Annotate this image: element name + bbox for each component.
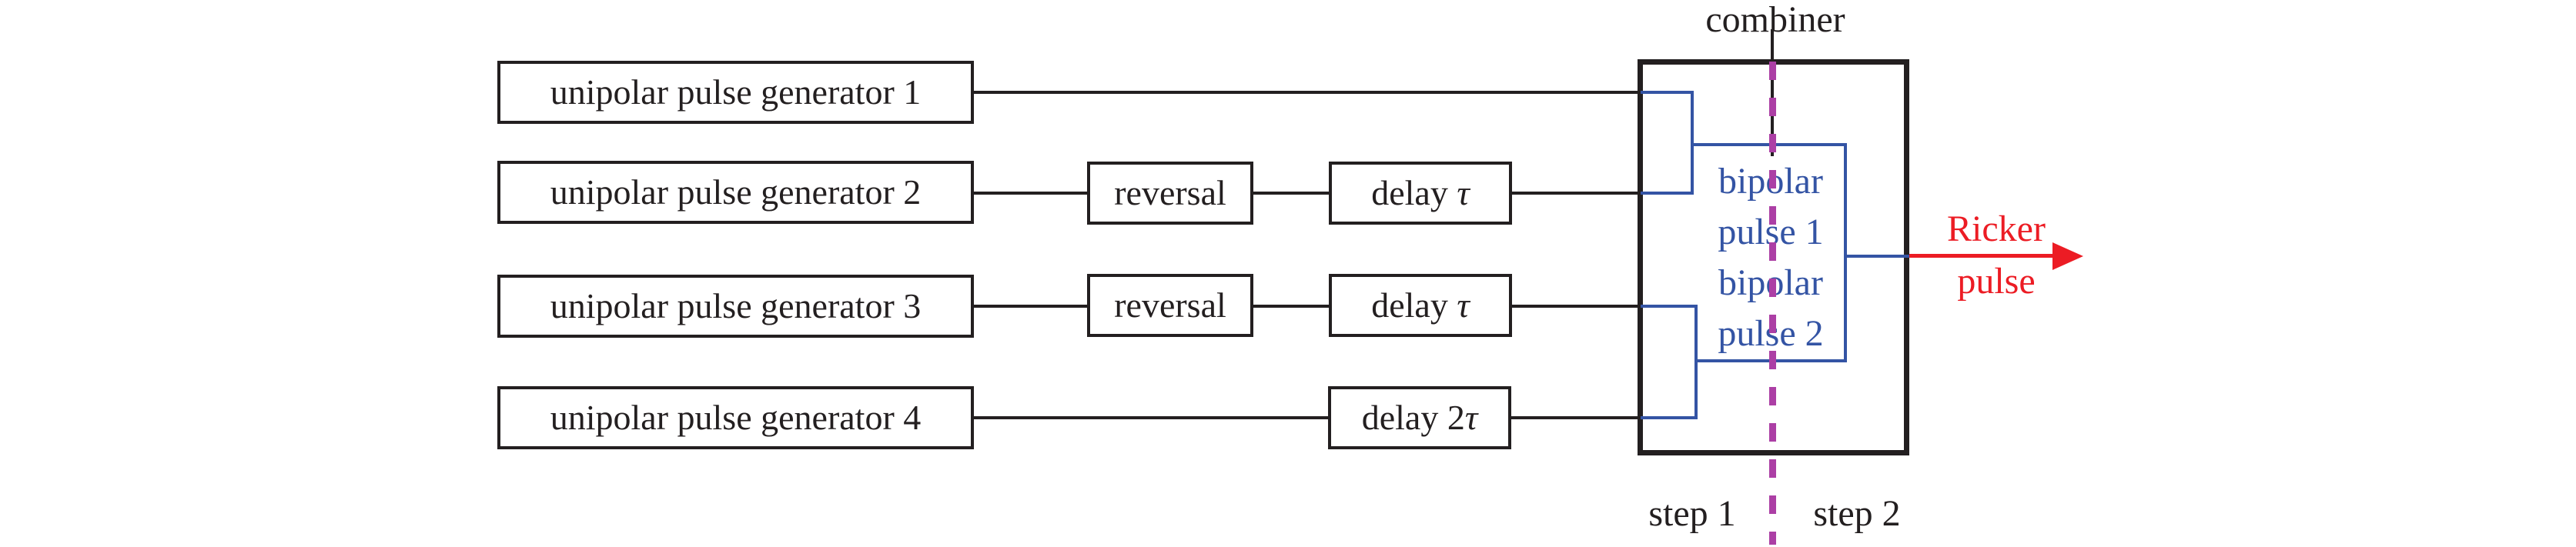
blue-stub-input1	[1641, 91, 1694, 94]
connector-row3-seg2	[1253, 305, 1329, 308]
generator-3-label: unipolar pulse generator 3	[550, 286, 922, 325]
ricker-pulse-label: Ricker pulse	[1947, 203, 2046, 308]
combiner-output-line	[1844, 255, 1909, 258]
generator-2-box: unipolar pulse generator 2	[497, 161, 974, 224]
connector-row2-seg3	[1512, 192, 1641, 195]
connector-row4-seg1	[974, 416, 1328, 419]
bipolar-box-top-edge	[1691, 143, 1847, 146]
delay-tau-box-row3: delay τ	[1329, 274, 1512, 337]
ricker-arrow-line	[1909, 254, 2057, 258]
connector-row2-seg1	[974, 192, 1087, 195]
ricker-label-line2: pulse	[1957, 261, 2036, 302]
delay-row2-label: delay τ	[1371, 173, 1470, 212]
generator-4-box: unipolar pulse generator 4	[497, 386, 974, 449]
delay-tau-box-row2: delay τ	[1329, 162, 1512, 225]
connector-row2-seg2	[1253, 192, 1329, 195]
generator-4-label: unipolar pulse generator 4	[550, 398, 922, 437]
blue-stub-input3	[1641, 305, 1698, 308]
combiner-label: combiner	[1705, 0, 1845, 40]
reversal-row3-label: reversal	[1114, 285, 1226, 325]
reversal-box-row3: reversal	[1087, 274, 1253, 337]
bipolar-box-right-edge	[1844, 143, 1847, 362]
step-1-label: step 1	[1648, 493, 1736, 534]
connector-row4-seg2	[1511, 416, 1641, 419]
connector-row3-seg3	[1512, 305, 1641, 308]
connector-row3-seg1	[974, 305, 1087, 308]
generator-1-box: unipolar pulse generator 1	[497, 61, 974, 124]
delay-row3-label: delay τ	[1371, 285, 1470, 325]
reversal-row2-label: reversal	[1114, 173, 1226, 212]
blue-stub-input4	[1641, 416, 1698, 419]
bipolar-merge-bracket-upper	[1691, 91, 1694, 195]
blue-stub-input2	[1641, 192, 1694, 195]
reversal-box-row2: reversal	[1087, 162, 1253, 225]
generator-3-box: unipolar pulse generator 3	[497, 275, 974, 338]
generator-2-label: unipolar pulse generator 2	[550, 172, 922, 212]
delay-row4-label: delay 2τ	[1361, 398, 1478, 437]
connector-row1	[974, 91, 1641, 94]
ricker-arrowhead-icon	[2052, 242, 2083, 270]
ricker-label-line1: Ricker	[1947, 208, 2046, 249]
delay-2tau-box-row4: delay 2τ	[1328, 386, 1511, 449]
step-divider-dashed-line	[1769, 62, 1776, 545]
generator-1-label: unipolar pulse generator 1	[550, 72, 922, 112]
step-2-label: step 2	[1813, 493, 1901, 534]
